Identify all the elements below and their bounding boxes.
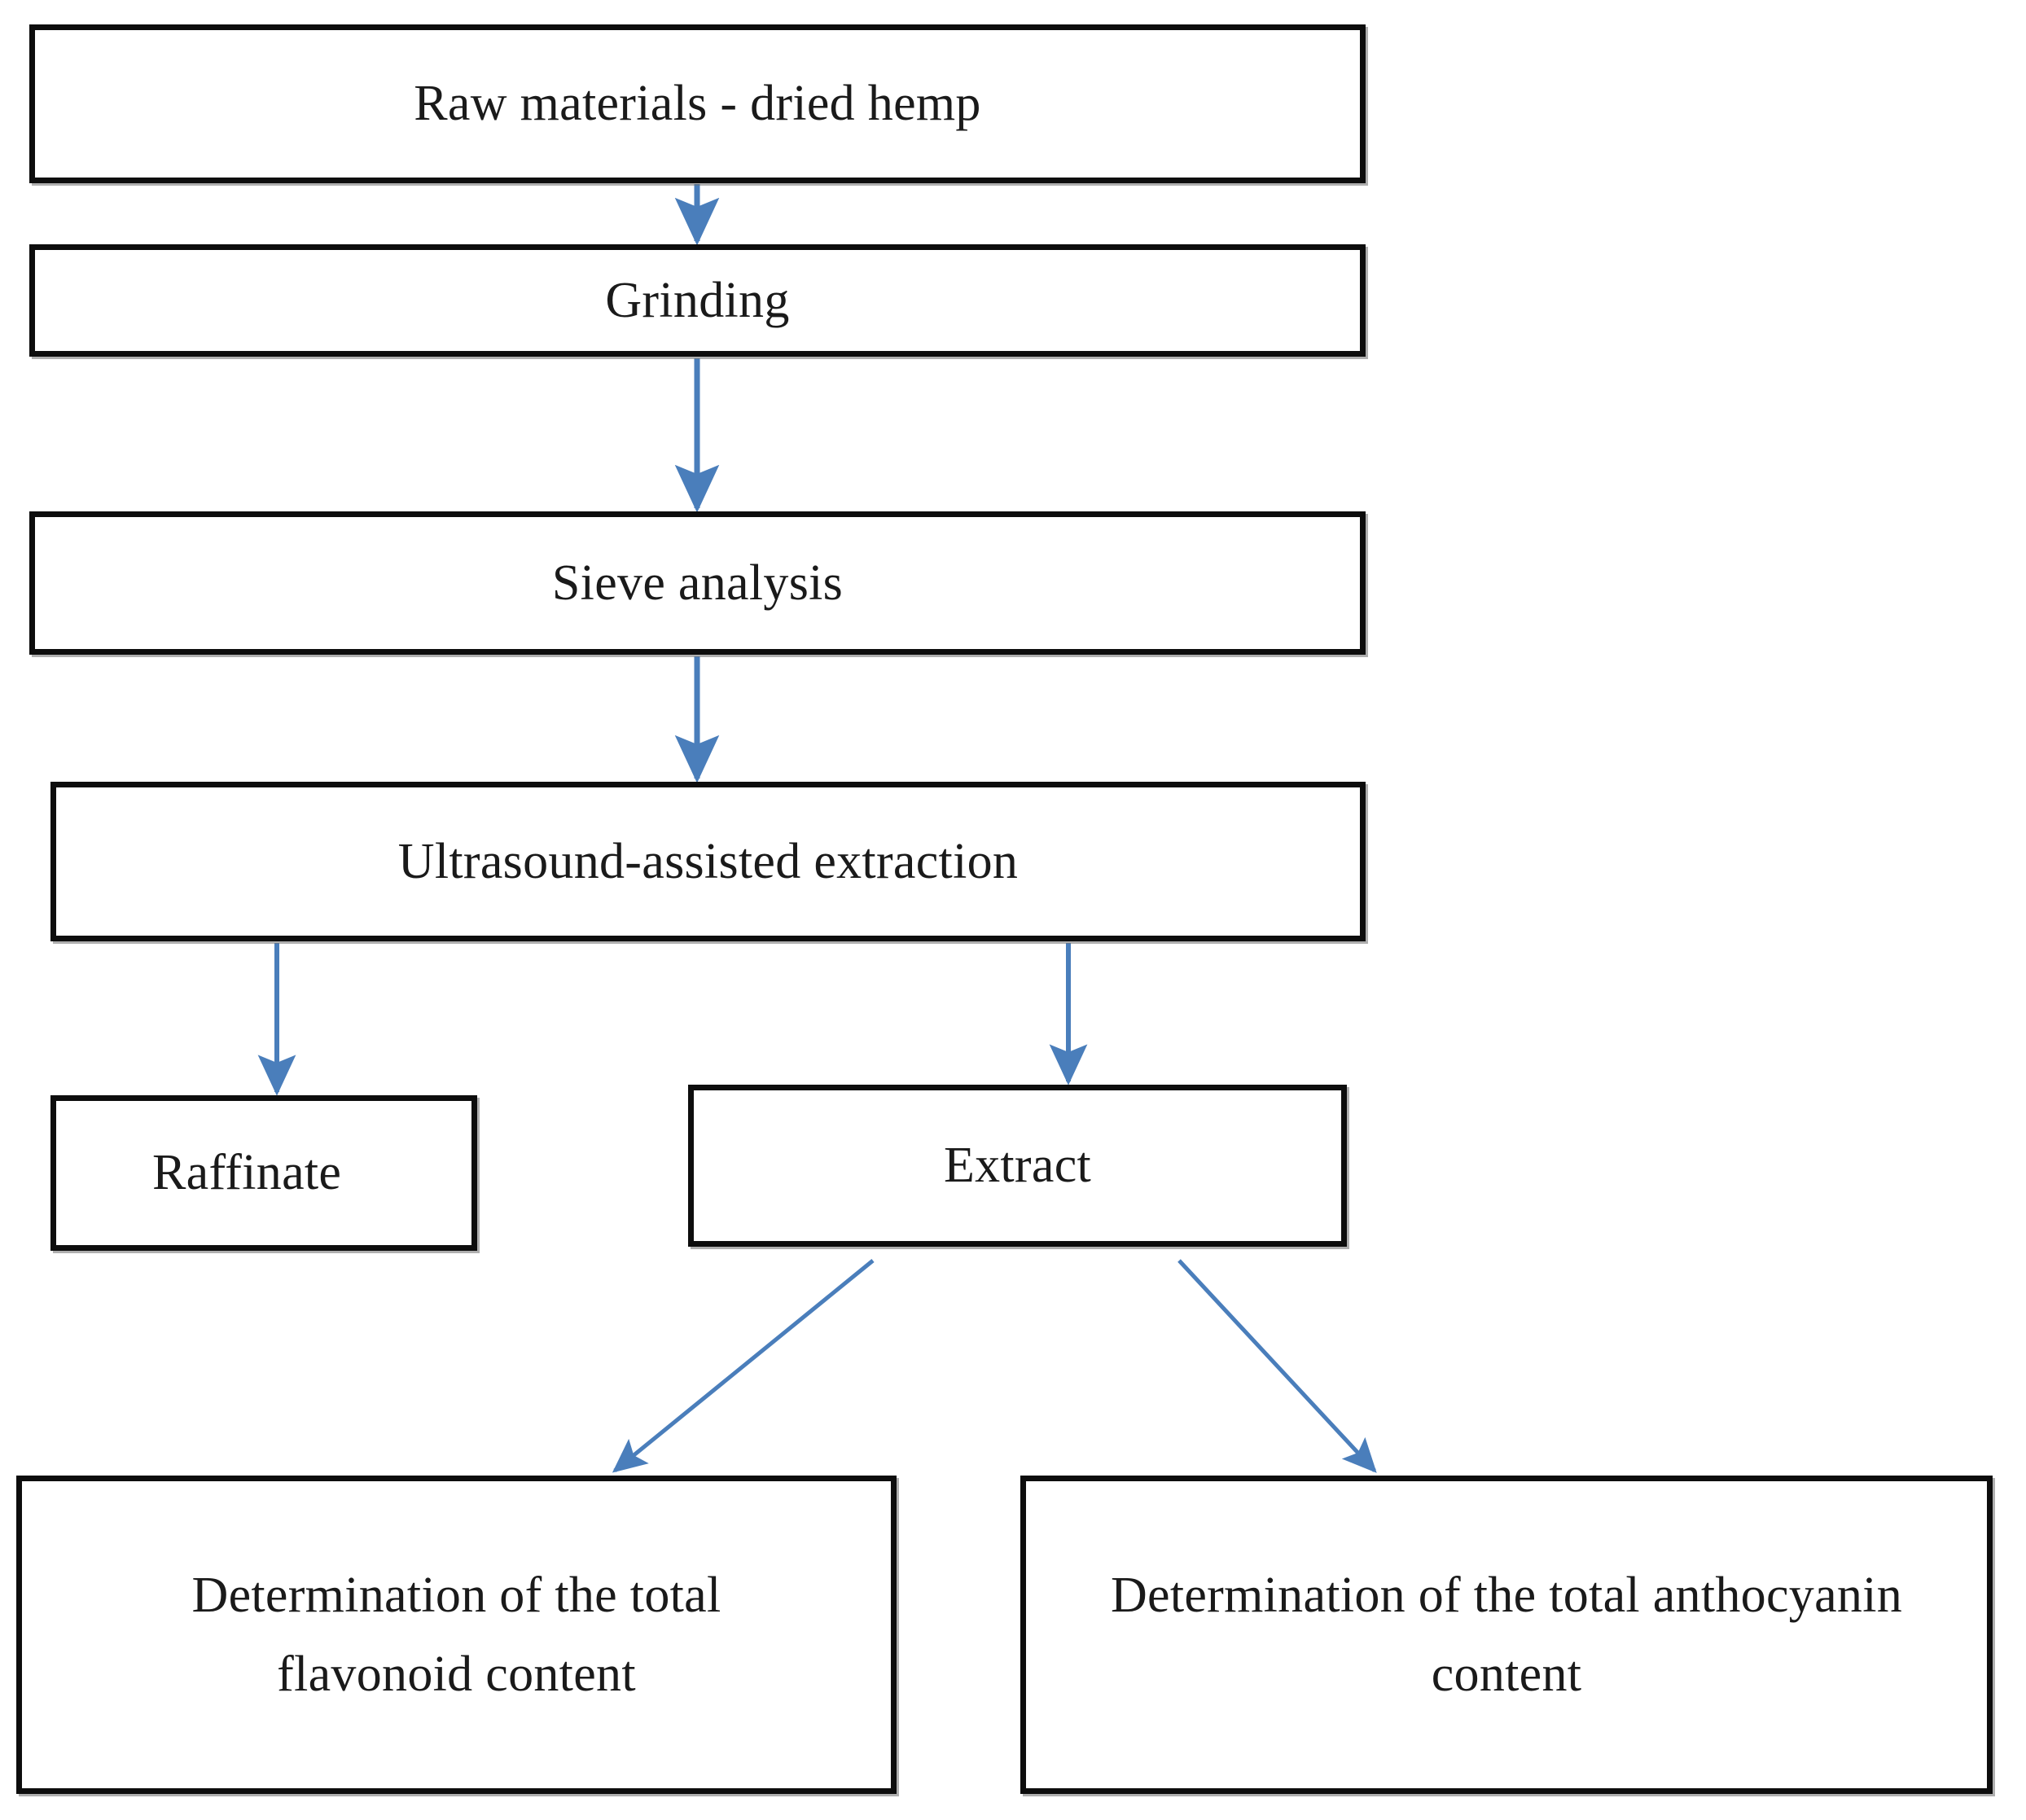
node-sieve-analysis[interactable]: Sieve analysis bbox=[29, 511, 1366, 655]
edge-extract-to-anthocyanin bbox=[1177, 1259, 1377, 1473]
node-grinding-label: Grinding bbox=[605, 272, 790, 328]
node-raw-materials-label: Raw materials - dried hemp bbox=[414, 76, 981, 132]
node-ultrasound-assisted-extraction-label: Ultrasound-assisted extraction bbox=[397, 833, 1019, 889]
node-extract[interactable]: Extract bbox=[688, 1085, 1347, 1247]
node-raffinate-label: Raffinate bbox=[152, 1145, 342, 1201]
node-raffinate[interactable]: Raffinate bbox=[50, 1095, 477, 1251]
node-determination-total-flavonoid-content[interactable]: Determination of the total flavonoid con… bbox=[16, 1476, 897, 1794]
node-grinding[interactable]: Grinding bbox=[29, 244, 1366, 357]
node-sieve-analysis-label: Sieve analysis bbox=[551, 555, 844, 611]
node-determination-total-flavonoid-content-label: Determination of the total flavonoid con… bbox=[191, 1568, 721, 1702]
node-extract-label: Extract bbox=[943, 1138, 1092, 1194]
node-determination-total-anthocyanin-content-label: Determination of the total anthocyanin c… bbox=[1110, 1568, 1903, 1702]
edge-extract-to-flavonoid bbox=[612, 1259, 875, 1473]
node-determination-total-anthocyanin-content[interactable]: Determination of the total anthocyanin c… bbox=[1020, 1476, 1993, 1794]
node-raw-materials[interactable]: Raw materials - dried hemp bbox=[29, 24, 1366, 183]
node-ultrasound-assisted-extraction[interactable]: Ultrasound-assisted extraction bbox=[50, 782, 1366, 941]
